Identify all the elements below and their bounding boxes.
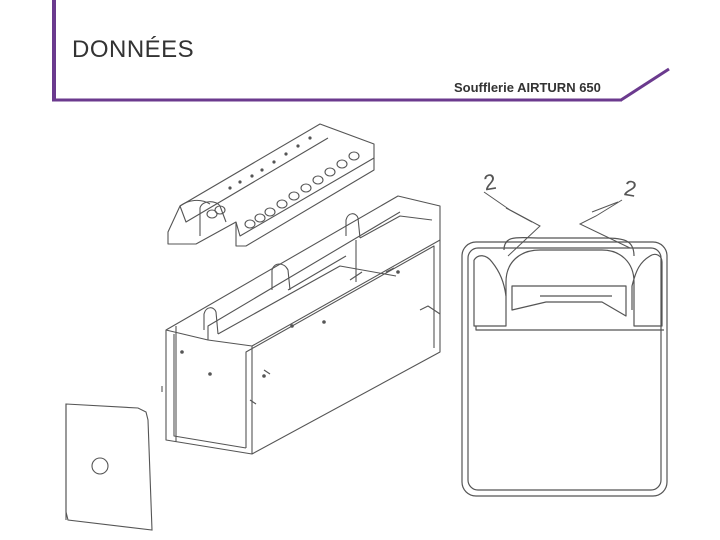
body-holes: [180, 270, 400, 378]
callout-leaders: [483, 191, 631, 257]
header-bracket: [52, 0, 670, 102]
page-title: DONNÉES: [72, 36, 195, 63]
housing-exploded-view: [161, 123, 441, 455]
page-subtitle: Soufflerie AIRTURN 650: [454, 80, 601, 95]
rail-coils: [206, 151, 360, 229]
cross-section: [461, 236, 668, 497]
end-plate: [65, 403, 153, 531]
rail-holes: [228, 136, 312, 190]
callout-left-label: 2: [482, 169, 498, 196]
callout-right-label: 2: [622, 175, 638, 202]
